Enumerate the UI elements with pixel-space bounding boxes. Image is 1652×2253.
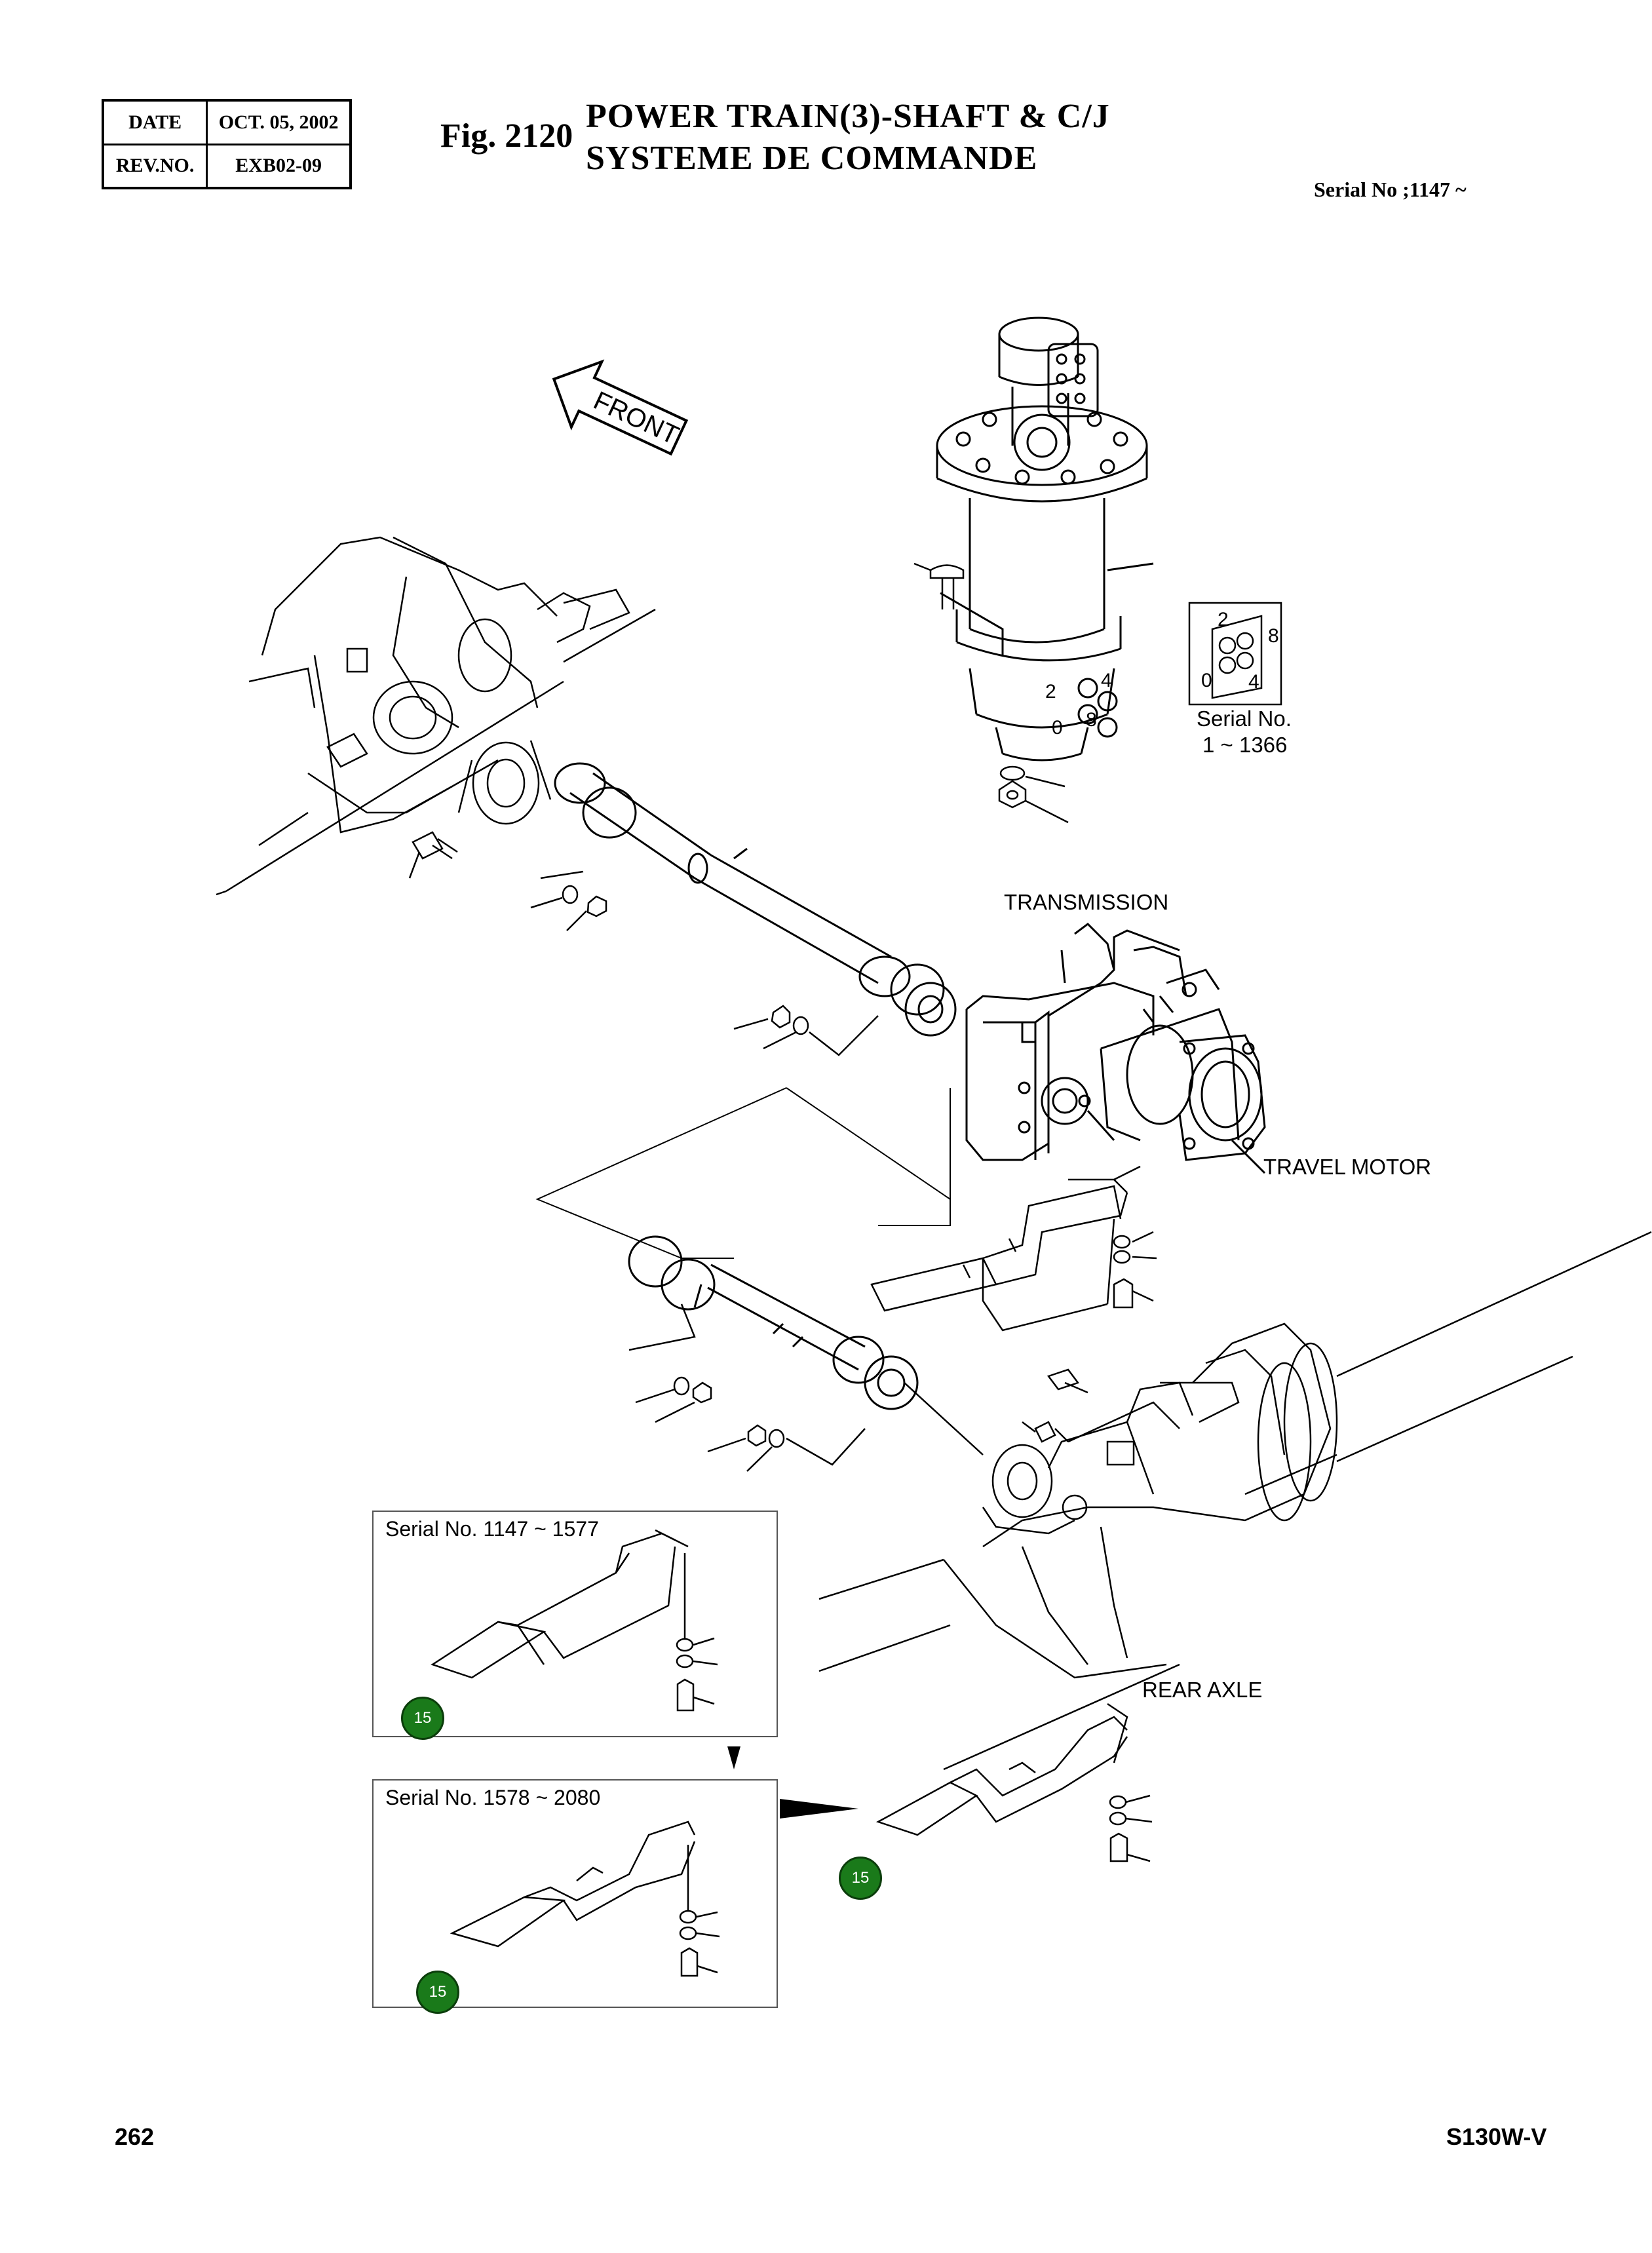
- travel-motor-label: TRAVEL MOTOR: [1263, 1155, 1432, 1179]
- page-subtitle: SYSTEME DE COMMANDE: [586, 140, 1038, 177]
- swivel-port-2: 2: [1045, 681, 1056, 703]
- right-arrow: [780, 1799, 858, 1819]
- page-number: 262: [115, 2123, 155, 2150]
- swivel-joint: [936, 317, 1154, 761]
- shaft-guard-upper: [870, 1165, 1157, 1332]
- lower-fasteners: [628, 1303, 1069, 1472]
- date-label: DATE: [102, 99, 208, 145]
- detail-port-4: 4: [1248, 671, 1259, 693]
- model-number: S130W-V: [1446, 2123, 1547, 2150]
- inset-serial-1147-1577: Serial No. 1147 ~ 1577 15: [372, 1511, 778, 1740]
- detail-port-8: 8: [1268, 625, 1279, 647]
- port-detail: [1188, 602, 1282, 706]
- inset-title: Serial No. 1147 ~ 1577: [385, 1517, 599, 1541]
- item-badge-main[interactable]: 15: [839, 1857, 882, 1900]
- upper-propeller-shaft: [554, 762, 957, 1037]
- transmission-label: TRANSMISSION: [1004, 890, 1169, 914]
- front-bolt: [408, 831, 458, 879]
- swivel-fasteners: [913, 562, 1069, 824]
- item-badge[interactable]: 15: [416, 1971, 459, 2014]
- swivel-port-numbers: 2 4 0 8: [1045, 670, 1112, 739]
- front-axle: [216, 536, 656, 896]
- inset-guard-1: [431, 1529, 718, 1712]
- inset-guard-2: [450, 1820, 720, 1977]
- rev-label: REV.NO.: [102, 143, 208, 189]
- front-arrow: FRONT: [552, 359, 689, 456]
- detail-port-2: 2: [1218, 609, 1229, 630]
- swivel-port-0: 0: [1052, 717, 1063, 739]
- port-detail-serial-line1: Serial No.: [1197, 706, 1292, 731]
- inset-serial-1578-2080: Serial No. 1578 ~ 2080 15: [372, 1779, 778, 2014]
- down-arrow: [727, 1746, 740, 1769]
- front-arrow-label: FRONT: [589, 386, 683, 450]
- leader-lines: [535, 1087, 951, 1259]
- date-value: OCT. 05, 2002: [206, 99, 352, 145]
- upper-fasteners: [530, 870, 879, 1056]
- page-title: POWER TRAIN(3)-SHAFT & C/J: [586, 98, 1110, 135]
- item-badge[interactable]: 15: [401, 1697, 444, 1740]
- detail-port-0: 0: [1201, 670, 1212, 691]
- swivel-port-4: 4: [1101, 670, 1112, 691]
- port-detail-serial-line2: 1 ~ 1366: [1202, 733, 1288, 757]
- rear-axle: [818, 1231, 1652, 1771]
- revision-table: DATE OCT. 05, 2002 REV.NO. EXB02-09: [102, 99, 352, 189]
- figure-number: Fig. 2120: [440, 117, 573, 155]
- swivel-port-8: 8: [1086, 709, 1097, 731]
- transmission-assembly: [965, 923, 1266, 1174]
- rev-value: EXB02-09: [206, 143, 352, 189]
- inset-title: Serial No. 1578 ~ 2080: [385, 1786, 601, 1809]
- main-guard-bottom: [875, 1703, 1153, 1862]
- rear-axle-label: REAR AXLE: [1142, 1678, 1263, 1702]
- port-detail-numbers: 2 8 0 4: [1201, 609, 1279, 693]
- lower-propeller-shaft: [628, 1235, 919, 1410]
- serial-range: Serial No ;1147 ~: [1314, 178, 1467, 201]
